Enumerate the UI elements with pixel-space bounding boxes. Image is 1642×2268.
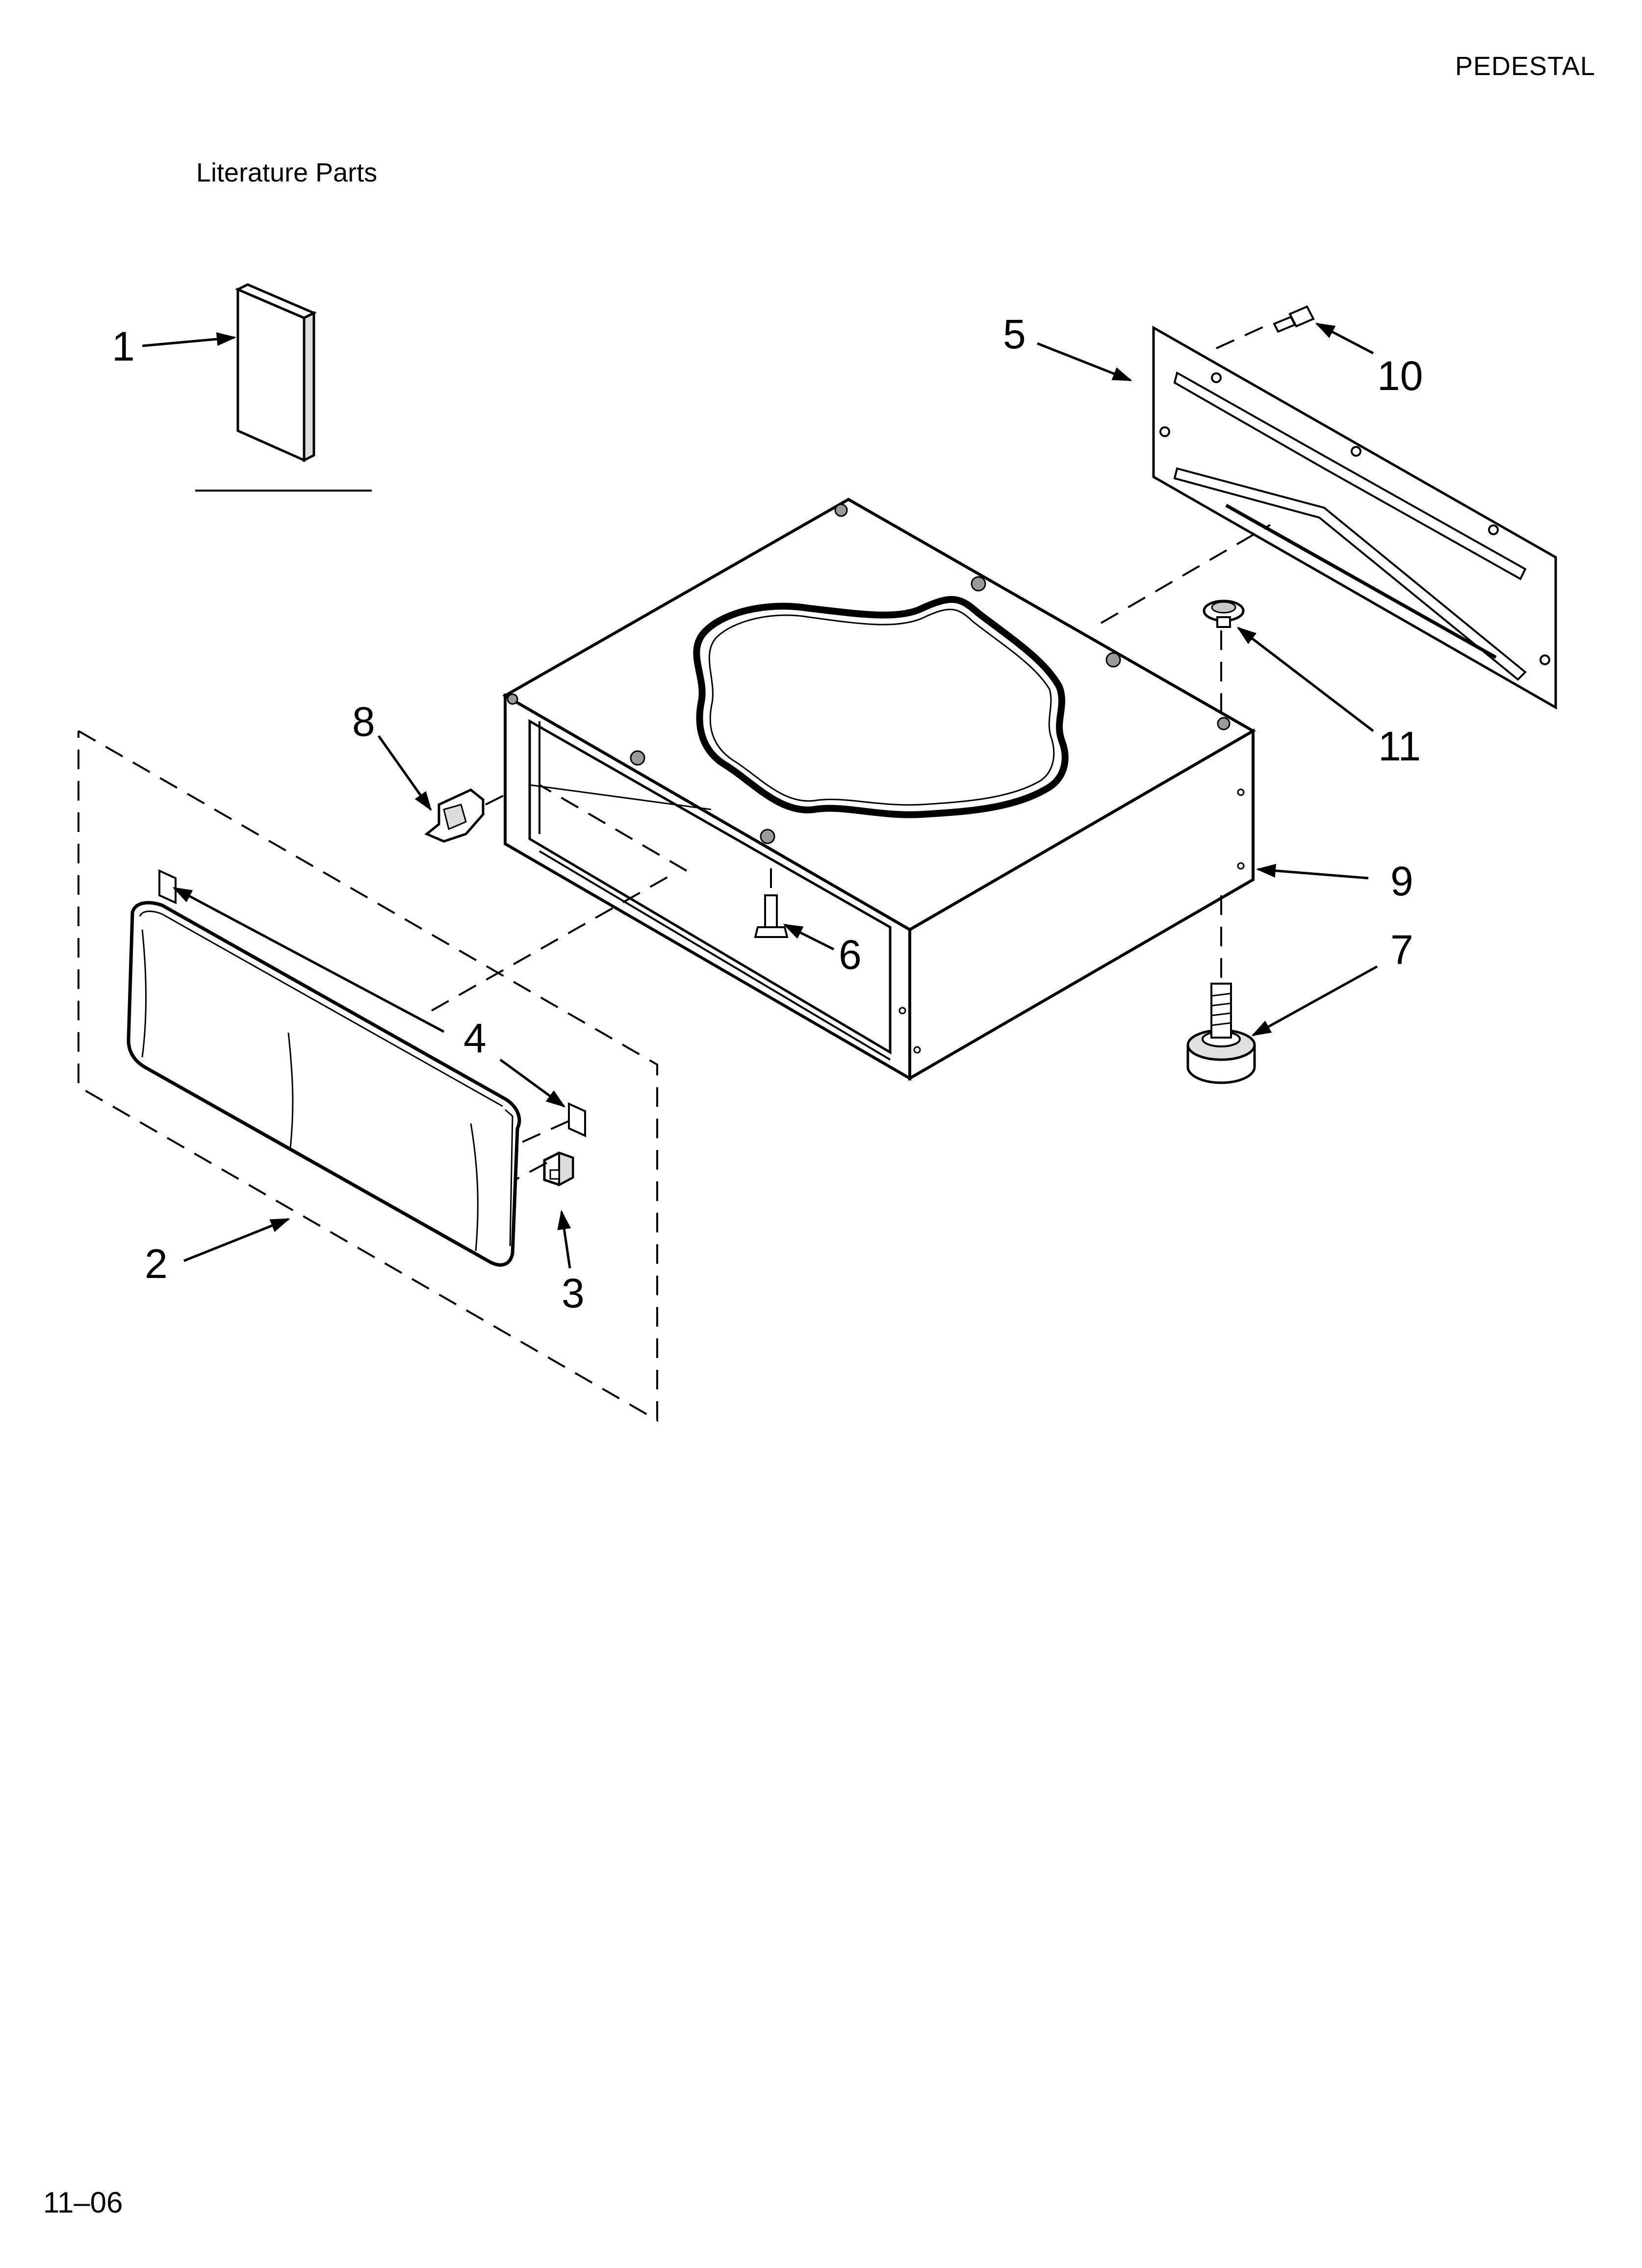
literature-parts-label: Literature Parts [196,158,377,187]
literature-booklet [235,283,317,463]
clip-part-3 [543,1151,574,1187]
callout-9: 9 [1390,858,1413,904]
callout-11: 11 [1378,723,1421,769]
arrow-1 [142,332,236,347]
leader-arrows [142,322,1378,1269]
callout-1: 1 [112,323,135,369]
screw-part-6 [754,894,789,938]
arrow-8 [377,735,432,811]
arrow-3 [557,1210,571,1269]
badge-part-4-left [158,869,177,905]
leveling-leg [1186,983,1256,1084]
callout-6: 6 [839,932,862,978]
arrow-11 [1236,626,1374,732]
dashed-guides [77,323,1271,1422]
arrow-5 [1037,342,1132,382]
callout-10: 10 [1377,353,1423,399]
callout-2: 2 [145,1241,168,1287]
arrow-2 [183,1218,290,1262]
arrow-6 [783,923,835,951]
page-title: PEDESTAL [1455,52,1595,81]
callout-5: 5 [1003,311,1026,357]
drawer-front-panel [127,901,521,1267]
arrow-4-left [172,886,445,1033]
page-footer-code: 11–06 [43,2186,123,2219]
screw-part-10 [1273,305,1315,333]
glide-cap-part-11 [1203,600,1245,628]
callout-7: 7 [1390,927,1413,973]
clip-part-8 [424,788,485,843]
badge-part-4-right [568,1102,586,1138]
arrow-7 [1251,965,1378,1037]
arrow-9 [1256,863,1369,880]
callout-3: 3 [562,1270,585,1316]
back-panel-plate [1152,325,1557,710]
arrow-4 [499,1058,566,1108]
callout-4: 4 [463,1015,487,1061]
pedestal-cabinet [502,497,1257,1081]
callout-8: 8 [352,699,375,745]
arrow-10 [1315,322,1374,355]
